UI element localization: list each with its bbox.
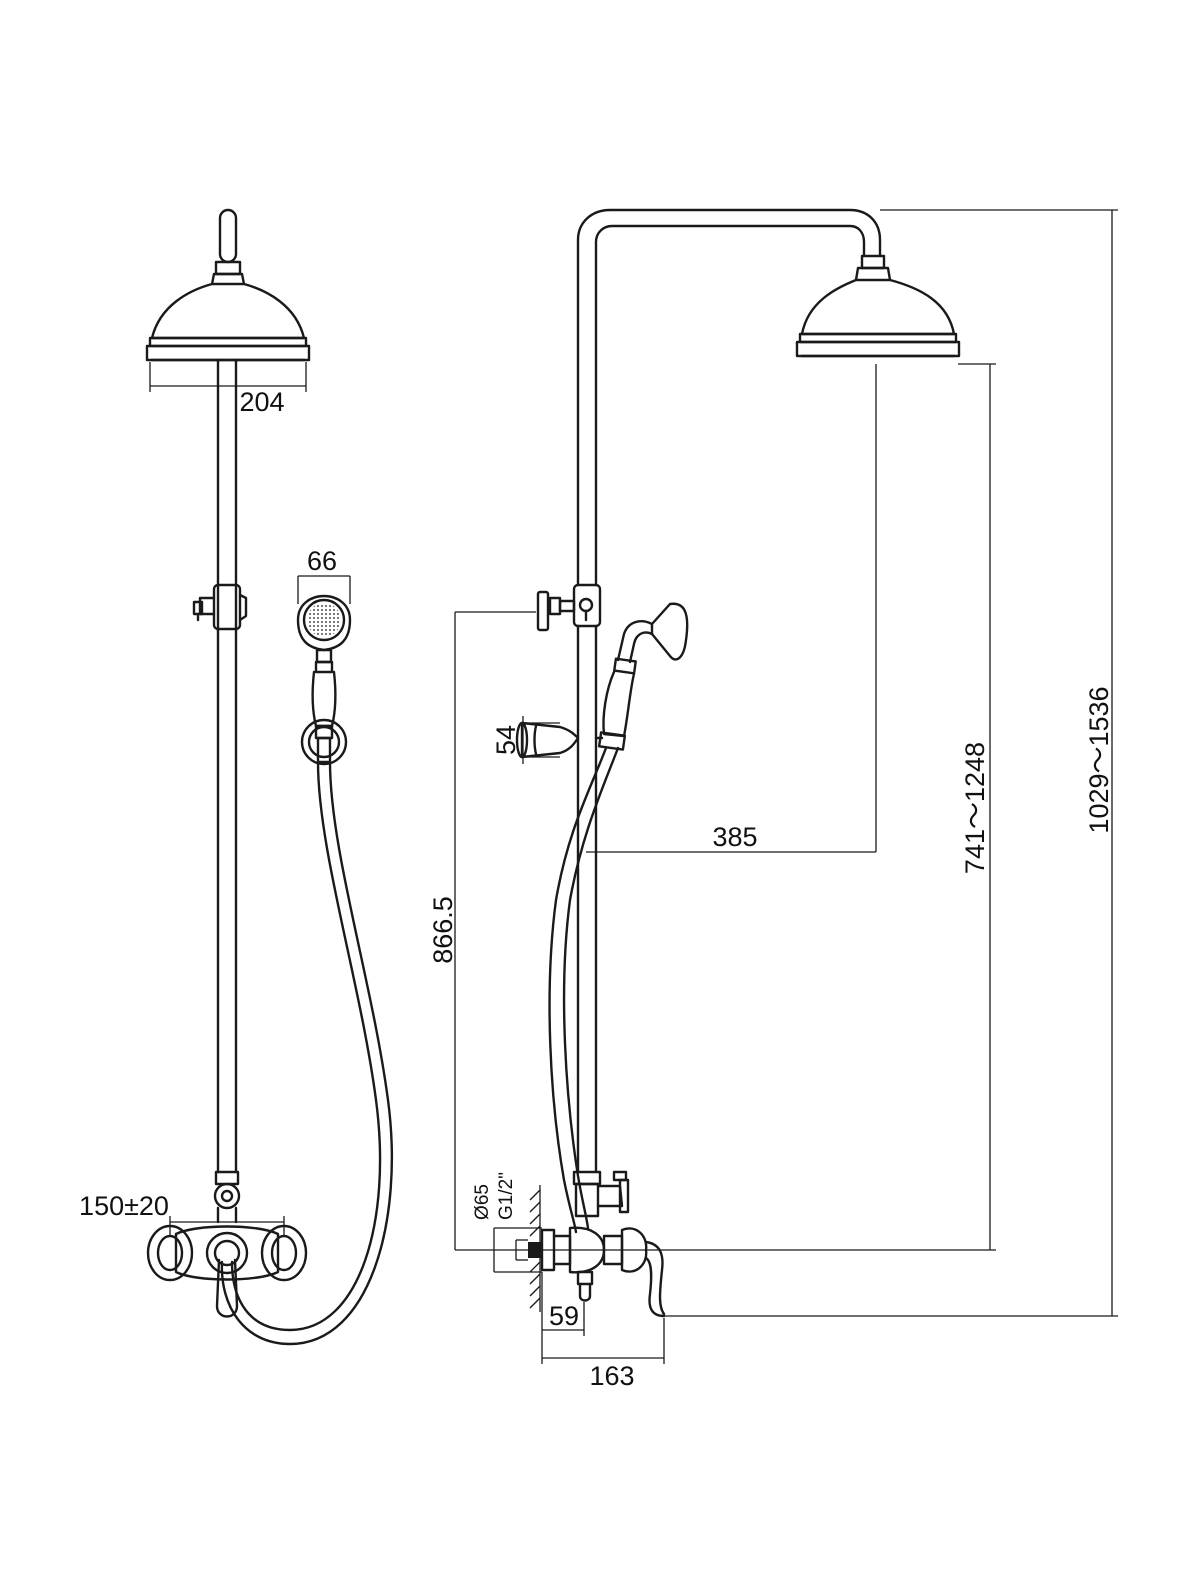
dim-hand-shower-width: 66: [307, 546, 337, 576]
side-hand-shower: [597, 602, 689, 751]
dim-head-width: 204: [239, 387, 284, 417]
side-diverter: [572, 1170, 630, 1218]
front-riser-pipe: [216, 358, 238, 1174]
front-mixer-body: [146, 1224, 308, 1318]
front-hose: [220, 760, 394, 1346]
dim-mixer-depth: 163: [589, 1361, 634, 1391]
side-riser-pipe: [576, 624, 598, 1174]
dim-wall-offset: 59: [549, 1301, 579, 1331]
dim-flange-diameter: Ø65: [472, 1184, 493, 1220]
dimension-labels: 204 66 150±20 54 866.5 385 741～1248 1029…: [79, 387, 1114, 1391]
front-hand-shower: [296, 594, 352, 740]
dim-arm-reach: 385: [712, 822, 757, 852]
side-shower-head: [795, 254, 961, 358]
dim-holder-size: 54: [491, 725, 521, 755]
front-view: [145, 208, 394, 1346]
dim-head-height: 741～1248: [960, 742, 990, 874]
front-slider-bracket: [192, 583, 248, 631]
side-slider-bracket: [536, 583, 602, 632]
dim-thread: G1/2": [496, 1172, 517, 1220]
dim-connection-distance: 150±20: [79, 1191, 169, 1221]
dim-outlet-height: 866.5: [428, 896, 458, 964]
front-shower-holder: [300, 718, 348, 766]
side-hose: [548, 746, 620, 1234]
front-shower-head: [145, 208, 311, 362]
side-shower-holder: [515, 721, 604, 759]
side-overhead-arm: [576, 208, 882, 587]
side-view: [515, 208, 961, 1318]
wall-hatch: [529, 1185, 541, 1312]
dim-total-height: 1029～1536: [1084, 686, 1114, 833]
front-diverter: [213, 1170, 241, 1224]
dimension-lines: [149, 209, 1118, 1364]
